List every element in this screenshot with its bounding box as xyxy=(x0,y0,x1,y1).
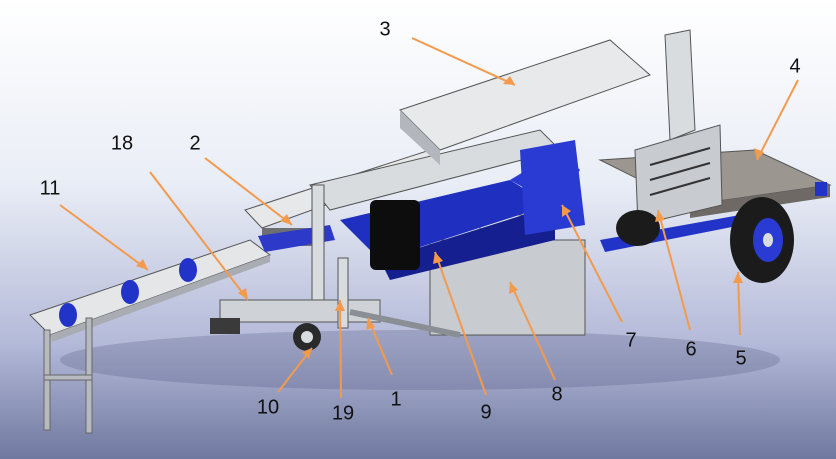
floor-shadow xyxy=(60,330,780,390)
callout-19: 19 xyxy=(331,402,355,425)
callout-2: 2 xyxy=(189,132,201,155)
side-racks xyxy=(634,124,723,226)
inner-wheel xyxy=(616,210,660,246)
callout-18: 18 xyxy=(110,132,134,155)
callout-11: 11 xyxy=(39,177,61,200)
callout-8: 8 xyxy=(551,383,563,406)
callout-7: 7 xyxy=(625,329,637,352)
callout-6: 6 xyxy=(685,338,697,361)
blue-splitter-unit xyxy=(340,140,585,280)
callout-1: 1 xyxy=(390,388,402,411)
roller-1 xyxy=(59,303,77,327)
callout-3: 3 xyxy=(379,18,391,41)
motor-housing xyxy=(370,200,420,270)
leader-lines xyxy=(59,37,799,399)
roller-3 xyxy=(179,258,197,282)
callout-4: 4 xyxy=(789,55,801,78)
callout-9: 9 xyxy=(480,401,492,424)
leader-arrowheads xyxy=(136,76,764,359)
callout-5: 5 xyxy=(735,347,747,370)
top-hood xyxy=(399,29,696,165)
callout-10: 10 xyxy=(256,396,280,419)
infeed-conveyor xyxy=(29,239,272,434)
roller-2 xyxy=(121,280,139,304)
axle-and-wheel xyxy=(600,197,794,283)
